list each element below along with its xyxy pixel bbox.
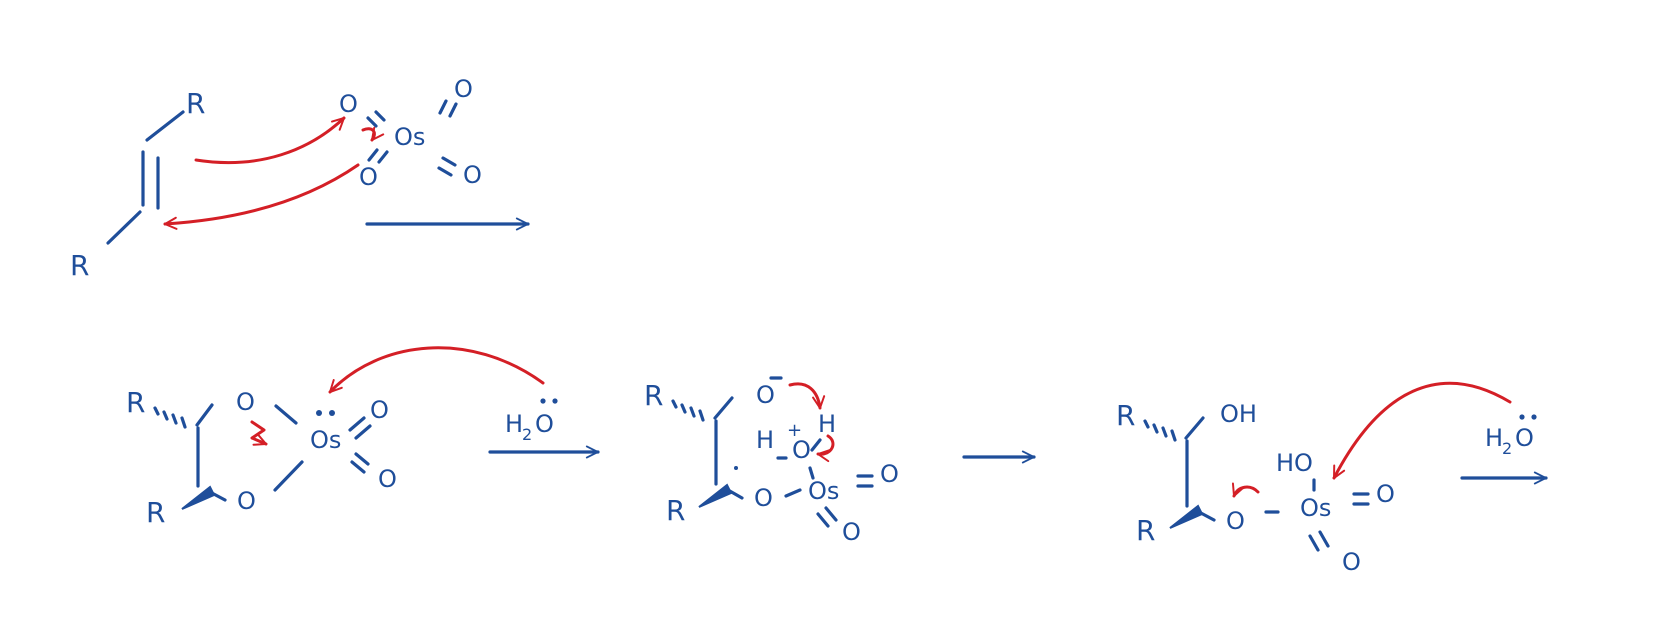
double-bond-line [367,148,389,164]
oxygen-label: O [463,161,482,189]
water-hydrogen-label: H [1485,424,1503,452]
oxygen-label: O [370,396,389,424]
r-group-label: R [666,494,685,527]
curved-arrow [165,163,360,224]
curved-arrow [361,129,374,140]
oxygen-label: O [1376,480,1395,508]
oxygen-label: O [756,381,775,409]
curved-arrow [818,434,835,454]
water-reagent: H 2 O [505,398,558,444]
osmium-label: Os [808,477,839,505]
bond-line [145,110,185,142]
bond-line [808,466,815,480]
water-subscript: 2 [1502,439,1512,458]
oxygen-label: O [378,465,397,493]
r-group-label: R [146,496,165,529]
oxygen-label: O [880,460,899,488]
bond-line [273,460,304,492]
oxygen-label: O [359,163,378,191]
osmium-tetroxide: O Os O O O [339,75,482,191]
curved-arrow-group [788,382,835,454]
diol-osmate-intermediate: R OH R O HO Os O O [1116,399,1395,576]
r-group-label: R [644,379,663,412]
r-group-label: R [1136,514,1155,547]
bond-line [1184,416,1205,440]
curved-arrow-group [165,118,374,224]
hydrogen-label: H [756,426,774,454]
osmium-label: Os [310,426,341,454]
hydroxyl-label: HO [1276,449,1313,477]
protonated-intermediate: R O R O H + O H Os O O [644,376,899,546]
water-reagent: H 2 O [1485,414,1537,458]
osmate-ester: R O R O Os O O [126,386,397,529]
double-bond-line [348,416,372,440]
wedge-bond [698,483,733,508]
curved-arrow [250,420,266,444]
water-oxygen-label: O [535,410,554,438]
wedge-bond [181,485,216,510]
bond-line [726,488,744,500]
water-hydrogen-label: H [505,410,523,438]
lone-pair-dot [1519,414,1525,420]
double-bond-line [1308,530,1330,552]
hashed-wedge-bond [153,406,187,429]
double-bond-line [1352,492,1370,506]
double-bond-line [856,474,874,488]
bond-line [1197,510,1216,522]
curved-arrow [330,346,545,392]
double-bond-line [437,156,457,177]
curved-arrow [1234,487,1260,496]
dot-mark [734,466,738,470]
water-oxygen-label: O [1515,424,1534,452]
water-subscript: 2 [522,425,532,444]
oxygen-label: O [236,388,255,416]
hashed-wedge-bond [671,399,705,422]
osmium-label: Os [394,123,425,151]
hashed-wedge-bond [1143,419,1177,442]
curved-arrow [788,382,820,408]
r-group-label: R [126,386,145,419]
oxygen-label: O [237,487,256,515]
osmium-label: Os [1300,494,1331,522]
oxygen-label: O [339,90,358,118]
bond-line [784,488,802,498]
curved-arrow-group [250,346,545,444]
double-bond-line [816,506,838,528]
curved-arrow-group [1234,381,1512,496]
hydrogen-label: H [818,410,836,438]
bond-line [810,438,822,452]
oxygen-label: O [754,484,773,512]
oxygen-label: O [1226,507,1245,535]
bond-line [274,404,298,425]
curved-arrow [194,118,344,165]
lone-pair-dot [540,398,546,404]
double-bond-line [438,99,458,118]
bond-line [713,396,734,420]
lone-pair-dot [316,410,322,416]
curved-arrow [1332,381,1512,478]
r-group-label: R [1116,399,1135,432]
bond-line [208,490,227,502]
oxygen-label: O [454,75,473,103]
double-bond-line [366,110,386,128]
hydroxyl-label: OH [1220,400,1257,428]
double-bond-line [350,452,370,474]
oxygen-label: O [842,518,861,546]
alkene: R R [70,87,205,282]
lone-pair-dot [1531,414,1537,420]
bond-line [195,403,214,427]
lone-pair-dot [552,398,558,404]
positive-charge: + [787,420,802,441]
oxygen-label: O [792,436,811,464]
lone-pair-dot [329,410,335,416]
wedge-bond [1169,504,1204,529]
bond-line [106,210,142,245]
oxygen-label: O [1342,548,1361,576]
r-group-label: R [70,249,89,282]
r-group-label: R [186,87,205,120]
